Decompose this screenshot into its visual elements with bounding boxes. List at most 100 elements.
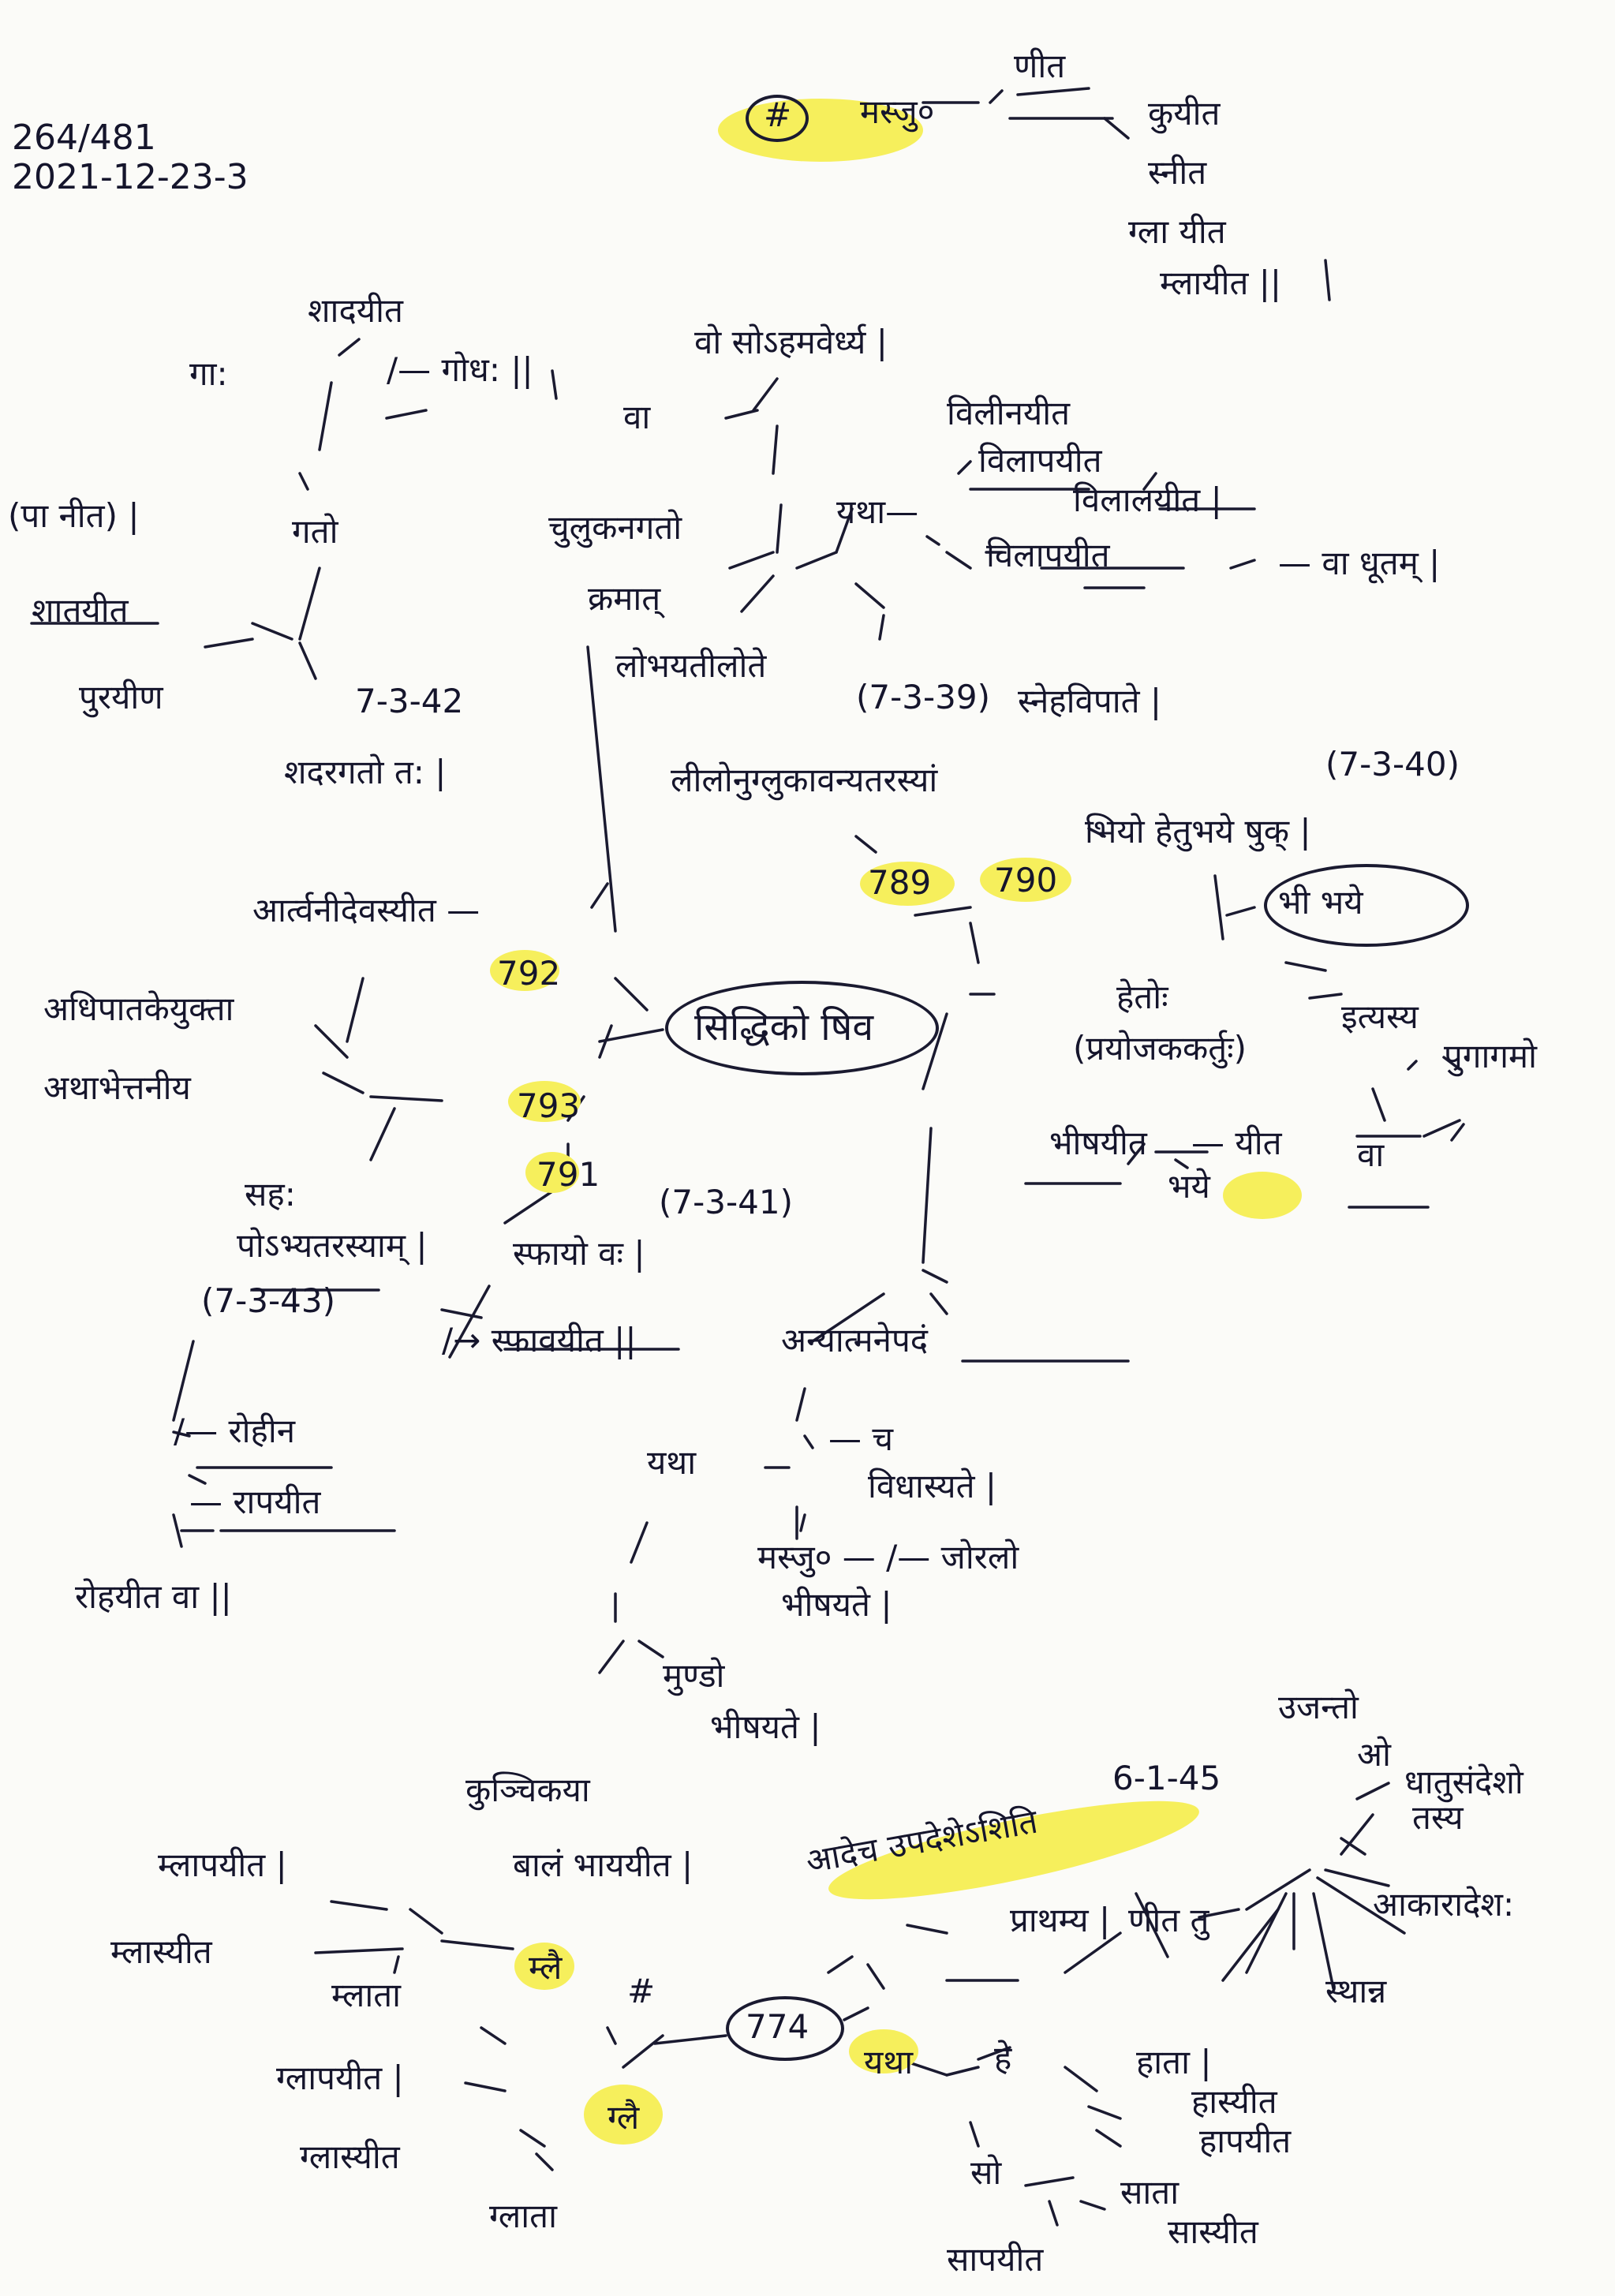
sutra-790: 790 — [994, 861, 1058, 899]
tm-node-10: विलापयीत — [986, 536, 1110, 574]
bl-node-6: ग्लै — [607, 2098, 640, 2137]
br-node-12: हाता | — [1136, 2043, 1212, 2081]
tl-node-3: /— गोध: || — [387, 350, 533, 389]
top-node-1: णीत — [1014, 47, 1066, 85]
lm-node-2: यथा — [647, 1443, 697, 1482]
sutra-792: 792 — [497, 954, 561, 993]
cr-node-8: — यीत — [1191, 1124, 1282, 1162]
cr-node-3: हेतोः — [1116, 978, 1168, 1016]
tl-node-4: (पा नीत) | — [8, 496, 140, 535]
page-date: 2021-12-23-3 — [12, 157, 249, 197]
center-title: सिद्धिको षिव — [694, 1005, 874, 1049]
br-node-14: हापयीत — [1199, 2122, 1292, 2160]
lm-node-11: बालं भाययीत | — [513, 1845, 693, 1884]
tm-node-8: विलापयीत — [978, 441, 1102, 480]
cl-node-3: अथाभेत्तनीय — [43, 1068, 191, 1107]
bl-node-5: ग्लापयीत | — [276, 2059, 404, 2097]
top-node-3: स्नीत — [1148, 153, 1207, 192]
tm-node-12: स्नेहविपाते | — [1018, 682, 1162, 720]
cl-node-8: /— रोहीन — [174, 1412, 296, 1450]
tl-ref: 7-3-42 — [355, 682, 464, 720]
tl-node-6: शातयीत — [32, 591, 129, 630]
bl-node-1: म्लापयीत | — [158, 1845, 287, 1884]
tm-node-3: चुलुकनगतो — [548, 508, 682, 547]
cl-node-6: स्फायो वः | — [513, 1234, 645, 1273]
tm-node-5: लोभयतीलोते — [615, 646, 767, 685]
lm-node-3: — च — [828, 1419, 894, 1458]
cr-ref: (7-3-40) — [1325, 745, 1460, 783]
tm-node-11: — वा धूतम् | — [1278, 544, 1441, 582]
bl-node-8: ग्लाता — [489, 2197, 557, 2235]
lm-node-1: अन्यात्मनेपदं — [781, 1321, 929, 1359]
cl-node-9: — रापयीत — [189, 1483, 321, 1521]
lm-node-8: भीषयते | — [710, 1707, 821, 1746]
cl-node-5: पोऽभ्यतरस्याम् | — [237, 1226, 428, 1265]
cl-node-2: अधिपातकेयुक्ता — [43, 989, 234, 1028]
br-node-16: साता — [1120, 2173, 1179, 2212]
cr-node-4: (प्रयोजककर्तुः) — [1073, 1029, 1247, 1068]
sutra-774-circle — [726, 1996, 844, 2061]
cr-node-11: वा — [1357, 1135, 1385, 1174]
tl-node-5: गतो — [292, 512, 338, 551]
br-ref: 6-1-45 — [1112, 1759, 1221, 1797]
tm-node-9: विलालयीत | — [1073, 481, 1222, 519]
tm-node-6: यथा— — [836, 492, 919, 531]
hash-circle — [746, 95, 809, 142]
lm-node-5: मस्जु० — /— जोरलो — [757, 1538, 1019, 1576]
top-root-label: मस्जु० — [860, 92, 935, 131]
top-node-2: कुयीत — [1148, 94, 1221, 133]
br-node-10: यथा — [864, 2043, 914, 2081]
bl-node-3: म्लै — [529, 1948, 563, 1987]
br-node-9: स्थान्न — [1325, 1972, 1387, 2010]
cr-node-1: भियो हेतुभये षुक् | — [1085, 812, 1311, 851]
tm-node-13: लीलोनुग्लुकावन्यतरस्यां — [671, 761, 938, 799]
lm-node-6: भीषयते | — [781, 1585, 892, 1624]
br-node-4: तस्य — [1412, 1798, 1464, 1837]
cl-node-7: /→ स्फावयीत || — [442, 1321, 637, 1359]
tl-node-8: शदरगतो त: | — [284, 753, 447, 791]
sutra-791: 791 — [536, 1155, 600, 1194]
br-node-1: उजन्तो — [1278, 1688, 1359, 1726]
br-node-2: ओ — [1357, 1735, 1391, 1774]
siddhikosha-circle — [665, 981, 939, 1075]
hash-mark-lower: # — [627, 1972, 656, 2010]
tl-node-1: शादयीत — [308, 291, 403, 330]
sutra-793: 793 — [517, 1086, 581, 1125]
br-node-13: हास्यीत — [1191, 2082, 1277, 2121]
tm-node-1: वो सोऽहमवेर्ध्य | — [694, 323, 888, 361]
bhi-bhaye-circle — [1264, 864, 1469, 947]
sutra-789: 789 — [868, 863, 932, 902]
lm-node-10: कुञ्चिकया — [465, 1771, 590, 1809]
lm-node-7: मुण्डो — [663, 1656, 725, 1695]
hash-mark: # — [764, 95, 792, 134]
br-node-18: सापयीत — [947, 2240, 1044, 2279]
tm-node-7: विलीनयीत — [947, 394, 1071, 432]
cl-node-10: रोहयीत वा || — [75, 1577, 232, 1616]
page-count: 264/481 — [12, 118, 156, 158]
cl-node-1: आर्त्वनीदेवस्यीत — — [252, 891, 480, 929]
br-node-11: हे — [994, 2039, 1012, 2077]
tm-node-2: वा — [623, 398, 651, 436]
top-node-4: ग्ला यीत — [1128, 212, 1226, 251]
lm-node-4: विधास्यते | — [868, 1467, 997, 1505]
cr-node-9: भये — [1168, 1167, 1210, 1206]
cr-node-7: भीषयीत — [1049, 1124, 1147, 1162]
bl-node-4: म्लाता — [331, 1976, 402, 2014]
cl-node-4: सह: — [245, 1175, 296, 1213]
br-node-6: आकारादेश: — [1373, 1885, 1515, 1924]
br-node-15: सो — [970, 2153, 1002, 2192]
sutra-774: 774 — [746, 2007, 809, 2046]
bl-node-2: म्लास्यीत — [110, 1932, 212, 1971]
tl-node-2: गा: — [189, 354, 228, 393]
tl-node-7: पुरयीण — [79, 678, 163, 716]
tm-node-4: क्रमात् — [588, 579, 661, 618]
br-node-3: धातुसंदेशो — [1404, 1763, 1523, 1801]
cr-node-2: भी भये — [1278, 883, 1363, 922]
tm-ref: (7-3-39) — [856, 678, 990, 716]
cl-ref-2: (7-3-41) — [659, 1183, 793, 1221]
cl-ref-1: (7-3-43) — [201, 1281, 335, 1320]
top-node-5: म्लायीत || — [1160, 264, 1282, 302]
br-node-8: णीत तु — [1128, 1901, 1209, 1939]
